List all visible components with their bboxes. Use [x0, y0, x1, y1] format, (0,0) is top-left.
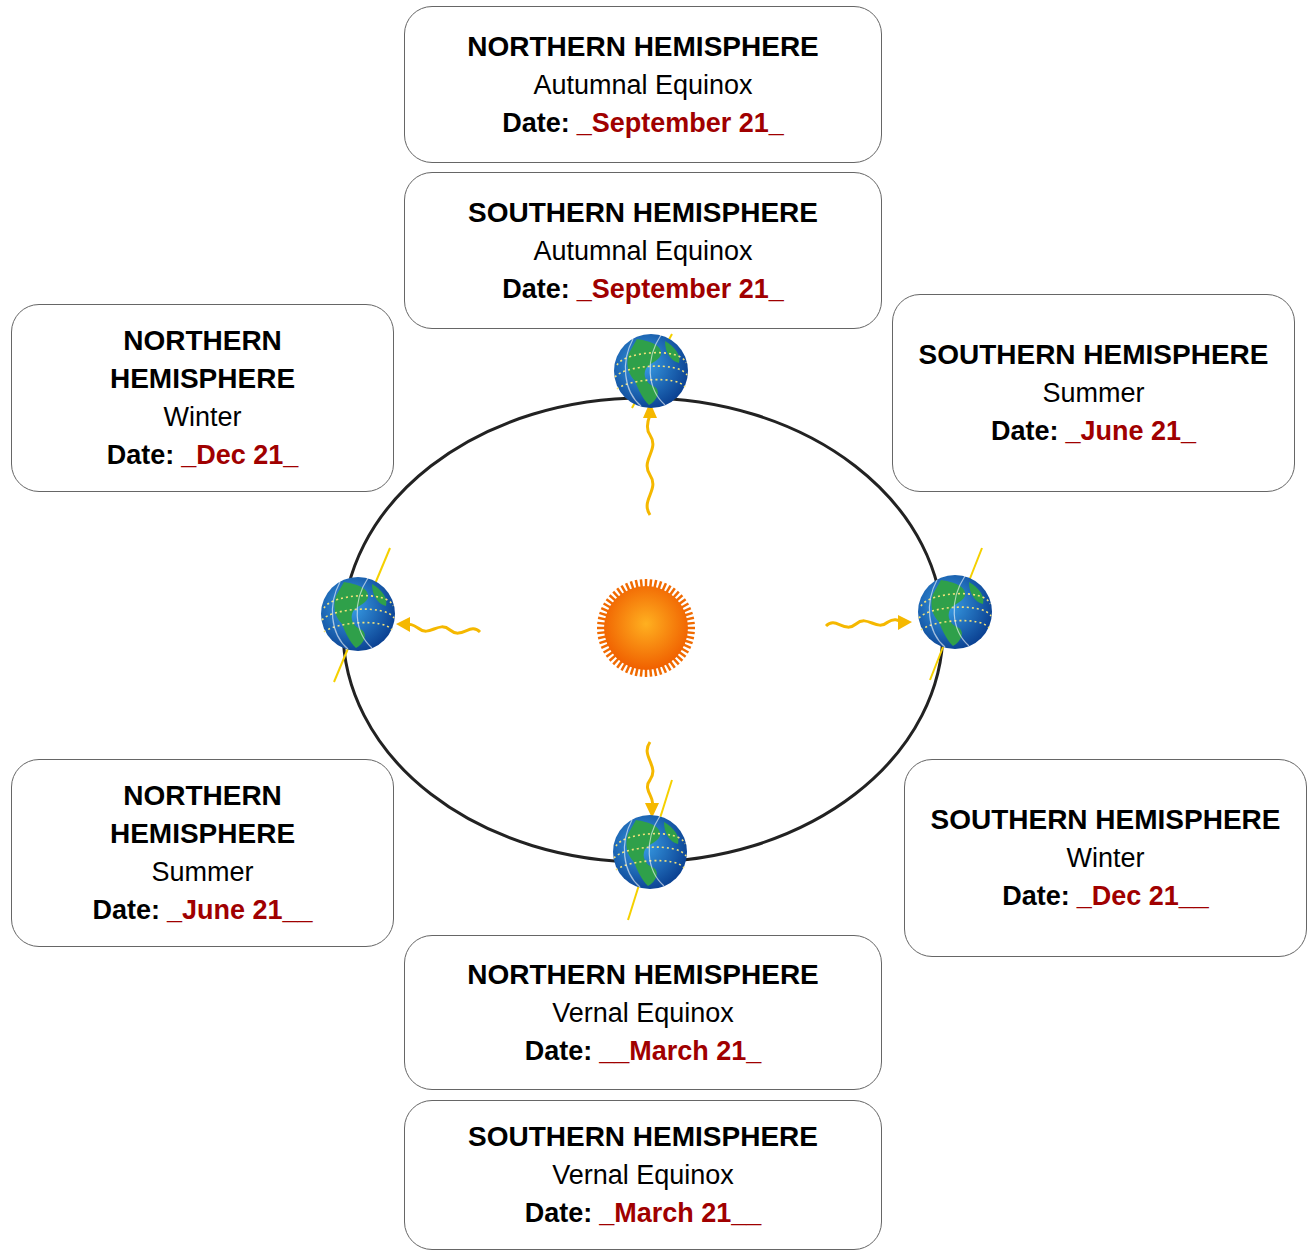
- date-label: Date:: [525, 1198, 593, 1228]
- season-name: Autumnal Equinox: [533, 66, 752, 104]
- date-label: Date:: [991, 416, 1059, 446]
- date-line: Date:_Dec 21__: [1002, 877, 1209, 915]
- season-box: NORTHERN HEMISPHEREVernal EquinoxDate:__…: [404, 935, 882, 1090]
- season-name: Summer: [1042, 374, 1144, 412]
- hemisphere-heading: SOUTHERN HEMISPHERE: [468, 194, 818, 232]
- date-value: _March 21__: [599, 1198, 761, 1228]
- hemisphere-heading: NORTHERN HEMISPHERE: [467, 28, 819, 66]
- date-line: Date:_June 21__: [92, 891, 312, 929]
- hemisphere-heading: SOUTHERN HEMISPHERE: [468, 1118, 818, 1156]
- season-box: NORTHERN HEMISPHEREAutumnal EquinoxDate:…: [404, 6, 882, 163]
- date-value: _Dec 21_: [181, 440, 298, 470]
- date-line: Date:_March 21__: [525, 1194, 762, 1232]
- season-name: Autumnal Equinox: [533, 232, 752, 270]
- season-box: SOUTHERN HEMISPHEREWinterDate:_Dec 21__: [904, 759, 1307, 957]
- date-line: Date:_June 21_: [991, 412, 1196, 450]
- season-name: Winter: [163, 398, 241, 436]
- date-value: __March 21_: [599, 1036, 761, 1066]
- date-value: _September 21_: [577, 274, 784, 304]
- season-box: NORTHERN HEMISPHERESummerDate:_June 21__: [11, 759, 394, 947]
- date-line: Date:_September 21_: [502, 104, 784, 142]
- date-label: Date:: [525, 1036, 593, 1066]
- date-value: _September 21_: [577, 108, 784, 138]
- season-name: Vernal Equinox: [552, 1156, 734, 1194]
- hemisphere-heading: NORTHERN HEMISPHERE: [32, 777, 373, 853]
- season-box: NORTHERN HEMISPHEREWinterDate:_Dec 21_: [11, 304, 394, 492]
- date-line: Date:_Dec 21_: [107, 436, 299, 474]
- date-label: Date:: [502, 108, 570, 138]
- date-label: Date:: [502, 274, 570, 304]
- date-value: _Dec 21__: [1077, 881, 1209, 911]
- season-name: Vernal Equinox: [552, 994, 734, 1032]
- season-name: Summer: [151, 853, 253, 891]
- season-box: SOUTHERN HEMISPHEREVernal EquinoxDate:_M…: [404, 1100, 882, 1250]
- hemisphere-heading: SOUTHERN HEMISPHERE: [918, 336, 1268, 374]
- date-label: Date:: [1002, 881, 1070, 911]
- date-label: Date:: [92, 895, 160, 925]
- date-line: Date:__March 21_: [525, 1032, 762, 1070]
- hemisphere-heading: SOUTHERN HEMISPHERE: [930, 801, 1280, 839]
- hemisphere-heading: NORTHERN HEMISPHERE: [32, 322, 373, 398]
- date-value: _June 21_: [1065, 416, 1196, 446]
- season-name: Winter: [1066, 839, 1144, 877]
- hemisphere-heading: NORTHERN HEMISPHERE: [467, 956, 819, 994]
- season-box: SOUTHERN HEMISPHEREAutumnal EquinoxDate:…: [404, 172, 882, 329]
- date-line: Date:_September 21_: [502, 270, 784, 308]
- date-label: Date:: [107, 440, 175, 470]
- date-value: _June 21__: [167, 895, 313, 925]
- season-box: SOUTHERN HEMISPHERESummerDate:_June 21_: [892, 294, 1295, 492]
